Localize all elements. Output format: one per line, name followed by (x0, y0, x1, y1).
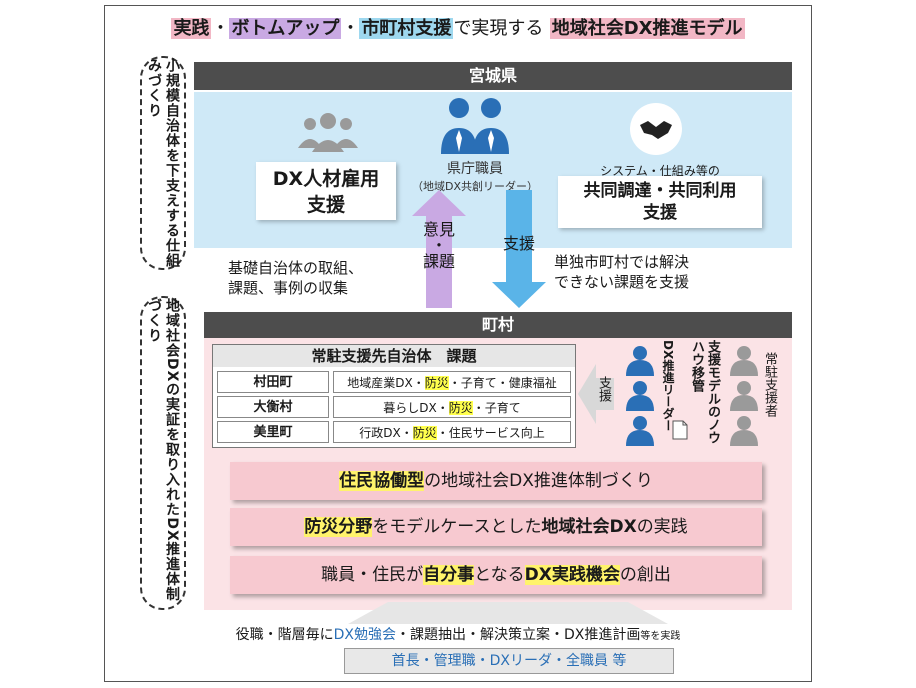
banner-disaster-model: 防災分野をモデルケースとした地域社会DXの実践 (230, 508, 762, 546)
opinion-up-arrow (412, 190, 466, 308)
issue-highlight: 防災 (412, 426, 437, 440)
banner2-bold1: 防災分野 (304, 517, 373, 537)
left-gray-arrow (578, 364, 614, 424)
banner1-text: の地域社会DX推進体制づくり (424, 471, 653, 491)
bottom-trapezoid (348, 602, 668, 624)
municipality-cell: 大衡村 (217, 396, 329, 418)
leader-label: DX推進リーダー (661, 340, 675, 432)
issue-cell: 行政DX・防災・住民サービス向上 (333, 421, 571, 443)
joint-procurement-box: 共同調達・共同利用 支援 (558, 176, 762, 228)
banner3-text2: となる (474, 565, 525, 585)
document-icon (672, 420, 688, 444)
table-row: 大衡村 暮らしDX・防災・子育て (217, 396, 571, 418)
issue-pre: 地域産業DX・ (347, 376, 425, 390)
support-down-arrow (492, 190, 546, 308)
issue-post: ・子育て (472, 401, 521, 415)
bottom-pre: 役職・階層毎に (235, 627, 334, 643)
banner3-bold2: DX実践機会 (524, 565, 620, 585)
banner1-bold: 住民協働型 (339, 471, 425, 491)
banner3-text1: 職員・住民が (321, 565, 424, 585)
table-row: 村田町 地域産業DX・防災・子育て・健康福祉 (217, 371, 571, 393)
side-label-top-text: 小規模自治体を下支えする仕組みづくり (146, 58, 180, 268)
roles-box: 首長・管理職・DXリーダ・全職員 等 (344, 648, 674, 674)
title-sep1: ・ (211, 18, 230, 39)
handshake-icon (630, 103, 682, 155)
left-note: 基礎自治体の取組、 課題、事例の収集 (228, 259, 364, 297)
staff-label: 県庁職員 (447, 161, 503, 177)
issue-pre: 暮らしDX・ (383, 401, 449, 415)
banner2-text1: をモデルケースとした (372, 517, 542, 537)
staff-sub-label: （地域DX共創リーダー） (411, 180, 538, 193)
title-part3: 市町村支援 (359, 18, 454, 39)
issue-post: ・住民サービス向上 (436, 426, 545, 440)
hr-support-box: DX人材雇用 支援 (256, 162, 396, 220)
table-row: 美里町 行政DX・防災・住民サービス向上 (217, 421, 571, 443)
title-part4: で実現する (453, 18, 544, 39)
opinion-label: 意見 ・ 課題 (422, 220, 455, 271)
support-label: 支援 (502, 234, 535, 253)
side-label-bottom-text: 地域社会DXの実証を取り入れたDX推進体制づくり (146, 298, 180, 602)
title-part5: 地域社会DX推進モデル (549, 18, 745, 39)
bottom-text: 役職・階層毎にDX勉強会・課題抽出・解決策立案・DX推進計画等を実践 (0, 624, 916, 644)
town-band: 町村 (204, 312, 792, 338)
staff-icon (435, 96, 515, 156)
side-label-bottom: 地域社会DXの実証を取り入れたDX推進体制づくり (140, 296, 186, 610)
model-transfer-label: 支援モデルのノウハウ移管 (689, 340, 720, 444)
bottom-small: 等を実践 (640, 631, 681, 642)
banner-dx-opportunity: 職員・住民が自分事となるDX実践機会の創出 (230, 556, 762, 594)
banner2-text2: の実践 (636, 517, 688, 537)
issue-post: ・子育て・健康福祉 (448, 376, 557, 390)
issues-table: 常駐支援先自治体 課題 村田町 地域産業DX・防災・子育て・健康福祉 大衡村 暮… (212, 344, 576, 448)
banner3-bold1: 自分事 (423, 565, 475, 585)
issue-cell: 暮らしDX・防災・子育て (333, 396, 571, 418)
system-caption: システム・仕組み等の (600, 164, 720, 178)
leader-icons (620, 344, 660, 448)
people-group-icon (296, 112, 360, 164)
issues-table-title: 常駐支援先自治体 課題 (213, 345, 575, 367)
bottom-blue: DX勉強会 (333, 627, 396, 643)
municipality-cell: 村田町 (217, 371, 329, 393)
banner3-text3: の創出 (619, 565, 671, 585)
municipality-cell: 美里町 (217, 421, 329, 443)
resident-icons (724, 344, 764, 448)
bottom-post: ・課題抽出・解決策立案・DX推進計画 (396, 627, 641, 643)
banner2-bold2: 地域社会DX (541, 517, 637, 537)
page-title: 実践・ボトムアップ・市町村支援で実現する 地域社会DX推進モデル (0, 14, 916, 40)
issue-highlight: 防災 (424, 376, 449, 390)
right-note: 単独市町村では解決 できない課題を支援 (554, 253, 690, 291)
title-part2: ボトムアップ (229, 18, 342, 39)
side-label-top: 小規模自治体を下支えする仕組みづくり (140, 56, 186, 270)
town-support-label: 支援 (596, 376, 611, 402)
issue-highlight: 防災 (448, 401, 473, 415)
resident-label: 常駐支援者 (762, 352, 777, 417)
issue-pre: 行政DX・ (359, 426, 413, 440)
banner-resident-collab: 住民協働型の地域社会DX推進体制づくり (230, 462, 762, 500)
title-sep2: ・ (341, 18, 360, 39)
title-part1: 実践 (171, 18, 212, 39)
issue-cell: 地域産業DX・防災・子育て・健康福祉 (333, 371, 571, 393)
prefecture-band: 宮城県 (194, 62, 792, 90)
